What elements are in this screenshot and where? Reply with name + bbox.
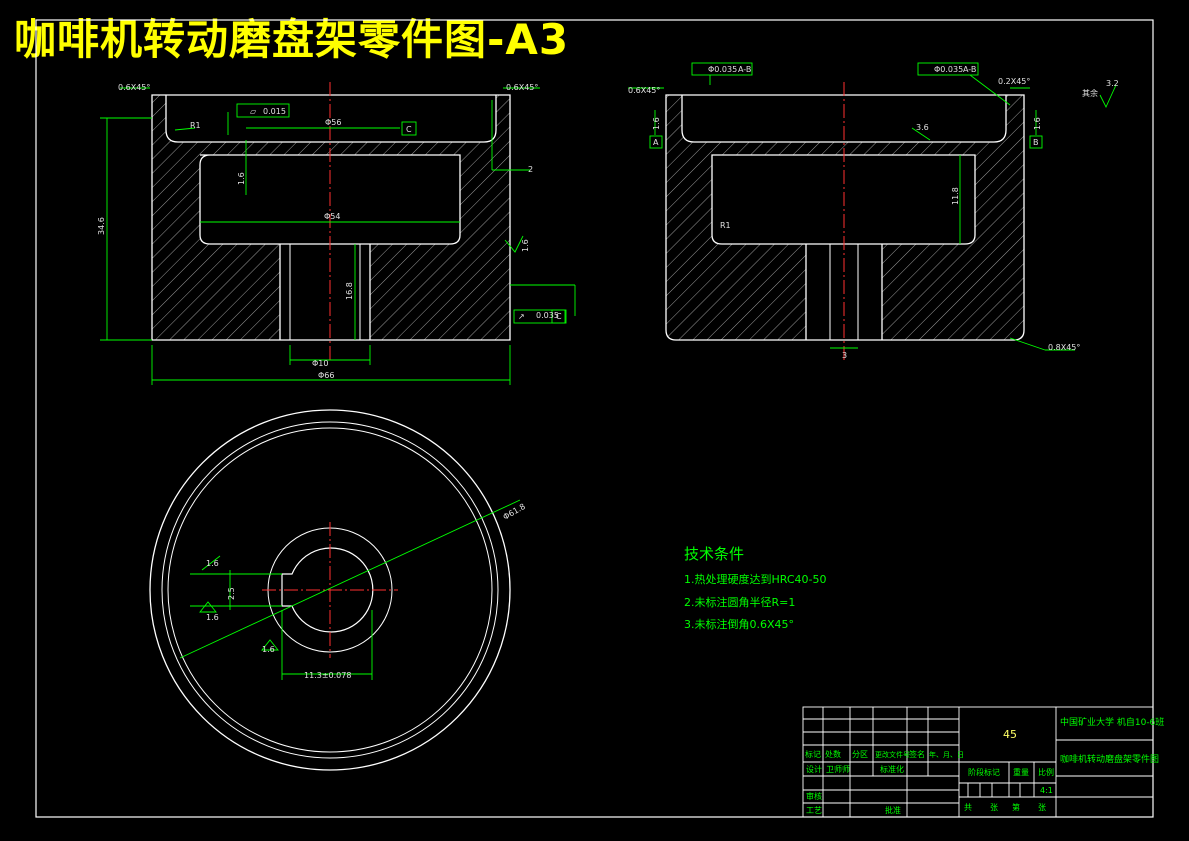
tb-header-1: 处数 [825,749,841,759]
standard-label: 标准化 [880,764,904,774]
material-label: 45 [1003,728,1017,741]
side-dim-3-6: 3.6 [916,123,929,132]
roughness-label: 1.6 [521,239,530,252]
coaxial-right-value: Φ0.035 [934,65,963,74]
tech-line-1: 1.热处理硬度达到HRC40-50 [684,572,827,586]
top-dim-2-5: 2.5 [227,587,236,600]
height-label: 34.6 [97,217,106,235]
flatness-value: 0.015 [263,107,286,116]
bore-dim-label: Φ10 [312,359,328,368]
side-view-section: 0.6X45° 0.2X45° Φ0.035 A-B Φ0.035 A-B A … [628,62,1119,360]
side-chamfer-bottom: 0.8X45° [1048,343,1080,352]
chamfer-left-label: 0.6X45° [118,83,150,92]
tb-header-4: 签名 [909,749,925,759]
scale-label: 比例 [1038,767,1054,777]
datum-a-label: A [653,138,659,147]
flatness-symbol: ▱ [250,107,257,116]
designer-name: 卫师师 [826,764,850,774]
review-label: 审核 [806,791,822,801]
top-dia-label: Φ61.8 [502,502,527,522]
side-dim-3: 3 [842,351,847,360]
tb-header-0: 标记 [805,749,821,759]
weight-label: 重量 [1013,767,1029,777]
runout-datum: C [556,312,562,321]
sheets-label: 张 [990,803,998,812]
side-chamfer-left: 0.6X45° [628,86,660,95]
outer-dia-label: Φ66 [318,371,334,380]
side-dim-1-6b: 1.6 [1033,117,1042,130]
depth-label: 1.6 [237,172,246,185]
coaxial-left-datum: A-B [738,65,751,74]
label-2: 2 [528,165,533,174]
drawing-name-label: 咖啡机转动磨盘架零件图 [1060,753,1159,765]
tb-header-5: 年、月、日 [929,750,964,759]
inner-dia-label: Φ56 [325,118,341,127]
side-dim-11-8: 11.8 [951,187,960,205]
tech-requirements: 技术条件 1.热处理硬度达到HRC40-50 2.未标注圆角半径R=1 3.未标… [684,545,827,631]
radius-label: R1 [190,121,201,130]
bore-depth-label: 16.8 [345,282,354,300]
tech-heading: 技术条件 [684,545,744,563]
coaxial-right-datum: A-B [963,65,976,74]
top-dim-key: 11.3±0.078 [304,671,351,680]
front-view-section: 0.6X45° 0.6X45° ▱ 0.015 Φ56 C R1 2 Φ54 Φ… [97,82,576,385]
approve-label: 批准 [885,805,901,815]
school-label: 中国矿业大学 机自10-6班 [1060,716,1164,728]
rest-label: 其余 [1082,88,1098,98]
chamfer-right-label: 0.6X45° [506,83,538,92]
coaxial-left-value: Φ0.035 [708,65,737,74]
designer-label: 设计 [806,764,822,774]
runout-symbol: ↗ [518,312,525,321]
top-dim-1-6c: 1.6 [262,645,275,654]
tb-header-2: 分区 [852,750,868,759]
scale-value: 4:1 [1040,786,1053,795]
top-view: Φ61.8 1.6 1.6 1.6 2.5 11.3±0.078 [149,409,527,771]
side-radius: R1 [720,221,731,230]
tech-line-3: 3.未标注倒角0.6X45° [684,617,794,631]
top-dim-1-6a: 1.6 [206,559,219,568]
side-dim-1-6: 1.6 [652,117,661,130]
tech-line-2: 2.未标注圆角半径R=1 [684,595,795,609]
datum-c-label: C [406,125,412,134]
datum-b-label: B [1033,138,1039,147]
tb-header-3: 更改文件号 [875,750,910,759]
sheets-total-label: 共 [964,803,972,812]
runout-value: 0.035 [536,311,559,320]
drawing-title: 咖啡机转动磨盘架零件图-A3 [14,15,570,64]
sheet-label-2: 张 [1038,803,1046,812]
roughness-rest-value: 3.2 [1106,79,1119,88]
drawing-frame [35,19,1154,818]
cavity-dia-label: Φ54 [324,212,340,221]
stage-label: 阶段标记 [968,767,1000,777]
side-chamfer-right: 0.2X45° [998,77,1030,86]
top-dim-1-6b: 1.6 [206,613,219,622]
title-block-text: 45 中国矿业大学 机自10-6班 咖啡机转动磨盘架零件图 标记 处数 分区 更… [805,716,1164,815]
sheet-label: 第 [1012,802,1020,812]
title-block [802,706,1154,818]
process-label: 工艺 [806,806,822,815]
